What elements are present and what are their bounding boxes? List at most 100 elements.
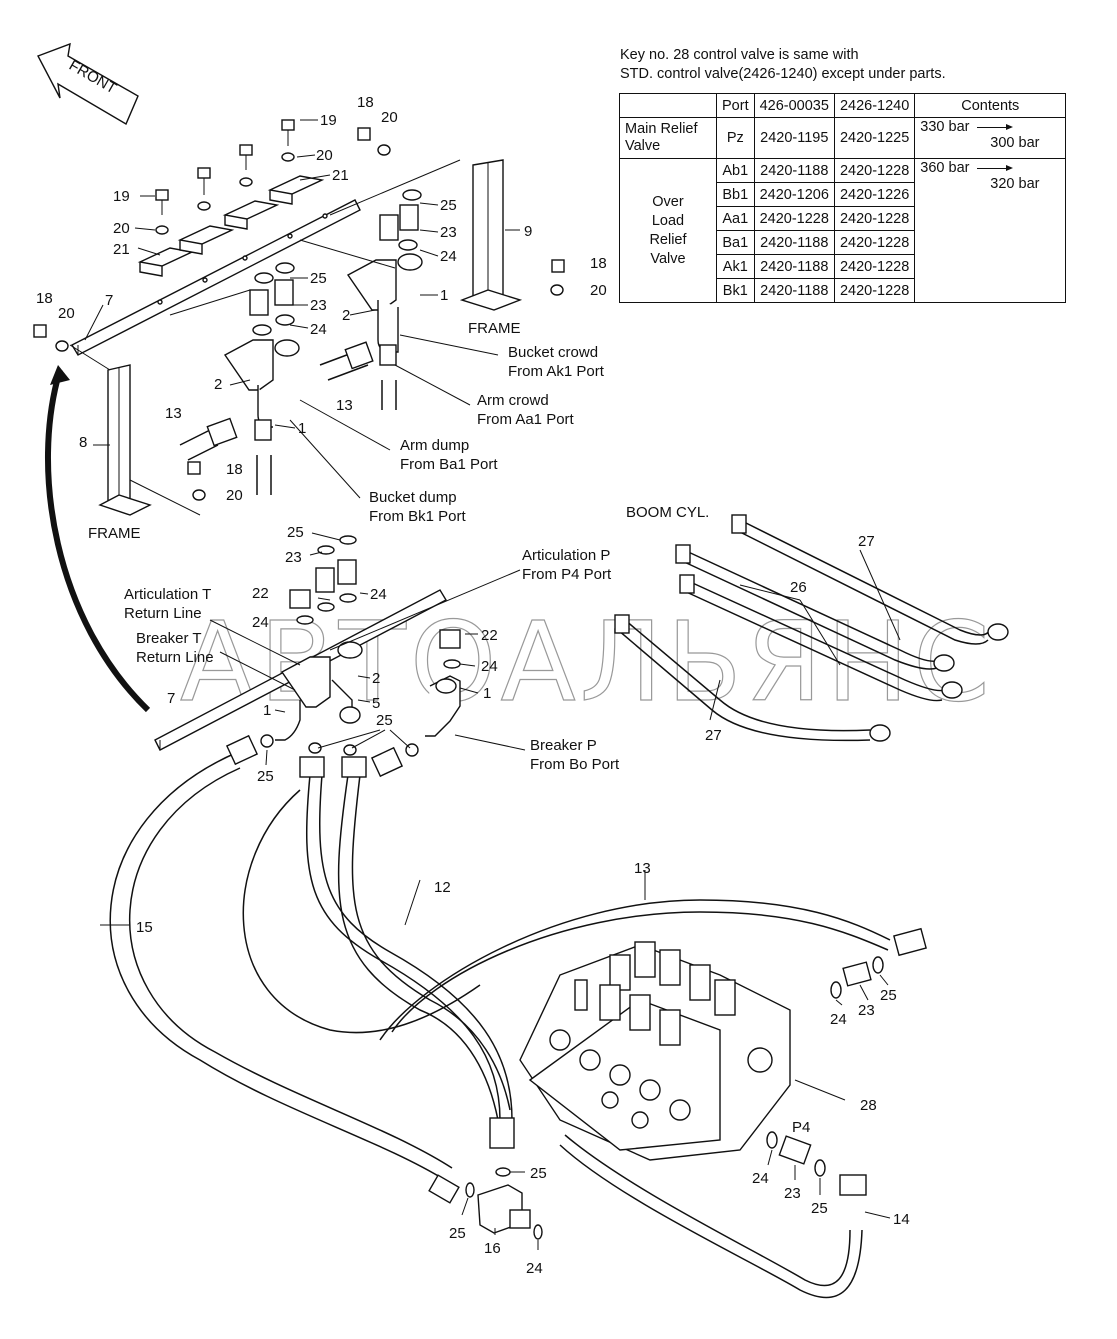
callout-numbers: 18 20 19 20 21 19 20 21 25 23 24 9 18 20…: [36, 94, 910, 1277]
front-arrow: FRONT: [37, 42, 139, 126]
callout: 22: [252, 585, 269, 602]
callout: 18: [226, 461, 243, 478]
callout: 18: [357, 94, 374, 111]
part-cell: 2420-1225: [833, 117, 916, 159]
bucket-crowd-label: Bucket crowd: [508, 344, 598, 361]
lower-tee-fittings: [275, 589, 461, 741]
callout: 5: [372, 695, 380, 712]
pressure-from: 330 bar: [920, 119, 970, 135]
table-row: Aa1 2420-1228 2420-1228: [620, 206, 1066, 231]
callout: 25: [880, 987, 897, 1004]
callout: 25: [287, 524, 304, 541]
table-header-row: Port 426-00035 2426-1240 Contents: [619, 93, 1067, 118]
callout: 9: [524, 223, 532, 240]
part-cell: 2420-1228: [753, 206, 835, 231]
bolts-upper: [155, 119, 391, 235]
name-line: Valve: [625, 138, 661, 154]
bucket-crowd-port: From Ak1 Port: [508, 363, 605, 380]
part-cell: 2420-1228: [833, 278, 916, 303]
callout: 12: [434, 879, 451, 896]
valve-port-fittings: [766, 956, 884, 1177]
diagram-labels: FRAME FRAME Bucket crowd From Ak1 Port A…: [88, 320, 810, 1136]
frame-post-left: [98, 364, 152, 516]
boom-cylinder-hoses: [614, 514, 1009, 742]
callout: 21: [113, 241, 130, 258]
header-cell: Contents: [914, 93, 1067, 118]
pressure-from: 360 bar: [920, 160, 970, 176]
callout: 24: [752, 1170, 769, 1187]
contents-cell: 360 bar 320 bar: [914, 158, 1067, 303]
note-line-1: Key no. 28 control valve is same with: [620, 47, 859, 63]
frame-label-left: FRAME: [88, 525, 141, 542]
callout: 20: [226, 487, 243, 504]
callout: 23: [440, 224, 457, 241]
callout: 19: [113, 188, 130, 205]
left-bolt: [33, 259, 565, 501]
callout: 22: [481, 627, 498, 644]
callout: 24: [252, 614, 269, 631]
part-cell: 2420-1228: [833, 254, 916, 279]
breaker-t-label: Breaker T: [136, 630, 202, 647]
callout: 2: [342, 307, 350, 324]
name-line: Over: [652, 193, 684, 210]
arm-crowd-port: From Aa1 Port: [477, 411, 575, 428]
control-valve-28: [519, 941, 791, 1161]
callout: 18: [590, 255, 607, 272]
bucket-dump-label: Bucket dump: [369, 489, 457, 506]
port-cell: Pz: [716, 117, 755, 159]
callout: 21: [332, 167, 349, 184]
callout: 20: [113, 220, 130, 237]
port-cell: Ak1: [716, 254, 755, 279]
pressure-to: 300 bar: [990, 135, 1040, 151]
arrow-icon: [977, 123, 1014, 130]
p4-label: P4: [792, 1119, 810, 1136]
callout: 24: [370, 586, 387, 603]
arm-crowd-label: Arm crowd: [477, 392, 549, 409]
relief-valve-table: Port 426-00035 2426-1240 Contents Main R…: [619, 93, 1067, 303]
table-row: Main Relief Valve Pz 2420-1195 2420-1225…: [619, 117, 1067, 159]
callout: 24: [830, 1011, 847, 1028]
table-row: Over Load Relief Valve Ab1 2420-1188 242…: [619, 158, 1067, 303]
table-row: Ak1 2420-1188 2420-1228: [620, 254, 1066, 279]
breaker-p-label: Breaker P: [530, 737, 597, 754]
callout: 8: [79, 434, 87, 451]
callout: 28: [860, 1097, 877, 1114]
long-hoses: [109, 734, 927, 1299]
callout: 1: [483, 685, 491, 702]
part-cell: 2420-1195: [753, 117, 835, 159]
row-name: Main Relief Valve: [619, 117, 717, 159]
port-cell: Bb1: [716, 182, 755, 207]
table-row: Bb1 2420-1206 2420-1226: [620, 182, 1066, 207]
callout: 2: [372, 670, 380, 687]
table-row: Bk1 2420-1188 2420-1228: [620, 278, 1066, 303]
arrow-icon: [977, 164, 1014, 171]
pressure-to: 320 bar: [990, 176, 1040, 192]
callout: 25: [811, 1200, 828, 1217]
callout: 1: [263, 702, 271, 719]
articulation-t-label: Articulation T: [124, 586, 211, 603]
note-line-2: STD. control valve(2426-1240) except und…: [620, 66, 946, 82]
callout: 2: [214, 376, 222, 393]
callout: 25: [310, 270, 327, 287]
tee-fitting-16: [465, 1167, 543, 1240]
callout: 24: [310, 321, 327, 338]
callout: 25: [440, 197, 457, 214]
port-cell: Bk1: [716, 278, 755, 303]
callout: 16: [484, 1240, 501, 1257]
callout: 14: [893, 1211, 910, 1228]
short-hoses: [179, 341, 397, 495]
arm-dump-label: Arm dump: [400, 437, 469, 454]
callout: 24: [526, 1260, 543, 1277]
upper-nipples: [249, 189, 422, 336]
callout: 1: [298, 420, 306, 437]
callout: 13: [336, 397, 353, 414]
part-cell: 2420-1188: [753, 278, 835, 303]
callout: 25: [257, 768, 274, 785]
name-line: Main Relief: [625, 121, 698, 137]
callout: 7: [105, 292, 113, 309]
articulation-p-label: Articulation P: [522, 547, 610, 564]
part-cell: 2420-1188: [753, 158, 835, 183]
part-cell: 2420-1188: [753, 254, 835, 279]
name-line: Load: [651, 212, 685, 229]
row-name: Over Load Relief Valve: [619, 158, 717, 303]
